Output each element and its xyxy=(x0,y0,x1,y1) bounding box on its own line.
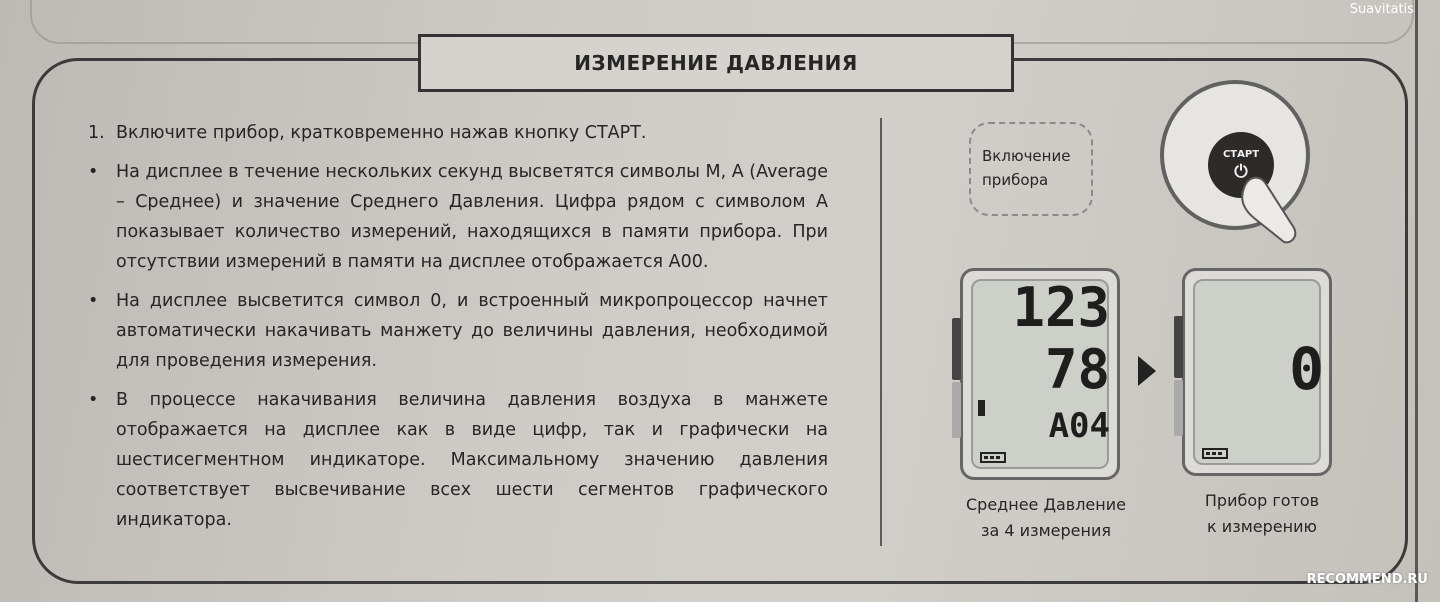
instruction-list: 1. Включите прибор, кратковременно нажав… xyxy=(88,118,828,544)
list-item: • На дисплее в течение нескольких секунд… xyxy=(88,157,828,277)
list-item: 1. Включите прибор, кратковременно нажав… xyxy=(88,118,828,148)
item-marker: • xyxy=(88,162,99,182)
page-right-edge xyxy=(1415,0,1418,602)
battery-icon xyxy=(1202,448,1228,459)
item-marker: • xyxy=(88,390,99,410)
power-icon: ⏻ xyxy=(1234,162,1248,182)
battery-icon xyxy=(980,452,1006,463)
watermark-site: RECOMMEND.RU xyxy=(1306,572,1428,587)
memory-count-reading: A04 xyxy=(1048,406,1110,446)
item-text: На дисплее высветится символ 0, и встрое… xyxy=(116,291,828,371)
systolic-reading: 123 xyxy=(1012,276,1110,339)
column-divider xyxy=(880,118,882,546)
diastolic-reading: 78 xyxy=(1044,338,1110,401)
finger-illustration xyxy=(1241,176,1297,244)
watermark-author: Suavitatis xyxy=(1349,2,1414,17)
item-marker: • xyxy=(88,291,99,311)
ready-reading: 0 xyxy=(1289,335,1324,403)
monitor-display-ready xyxy=(1182,268,1332,476)
lcd-block-mark xyxy=(978,400,985,416)
segment-indicator-top xyxy=(1174,316,1183,378)
segment-indicator-bottom xyxy=(952,382,961,438)
lcd-screen xyxy=(1193,279,1321,465)
segment-indicator-top xyxy=(952,318,961,380)
segment-indicator-bottom xyxy=(1174,380,1183,436)
item-marker: 1. xyxy=(88,123,105,143)
list-item: • На дисплее высветится символ 0, и встр… xyxy=(88,286,828,376)
start-button-label: СТАРТ xyxy=(1222,149,1260,160)
item-text: Включите прибор, кратковременно нажав кн… xyxy=(116,123,647,143)
power-on-callout: Включение прибора xyxy=(969,122,1093,216)
section-title: ИЗМЕРЕНИЕ ДАВЛЕНИЯ xyxy=(418,34,1014,92)
caption-ready: Прибор готов к измерению xyxy=(1204,491,1320,536)
arrow-right-icon xyxy=(1138,356,1156,386)
caption-average-pressure: Среднее Давление за 4 измерения xyxy=(966,495,1126,540)
lcd-screen xyxy=(971,279,1109,469)
monitor-display-average xyxy=(960,268,1120,480)
item-text: В процессе накачивания величина давления… xyxy=(116,390,828,530)
item-text: На дисплее в течение нескольких секунд в… xyxy=(116,162,828,272)
list-item: • В процессе накачивания величина давлен… xyxy=(88,385,828,535)
